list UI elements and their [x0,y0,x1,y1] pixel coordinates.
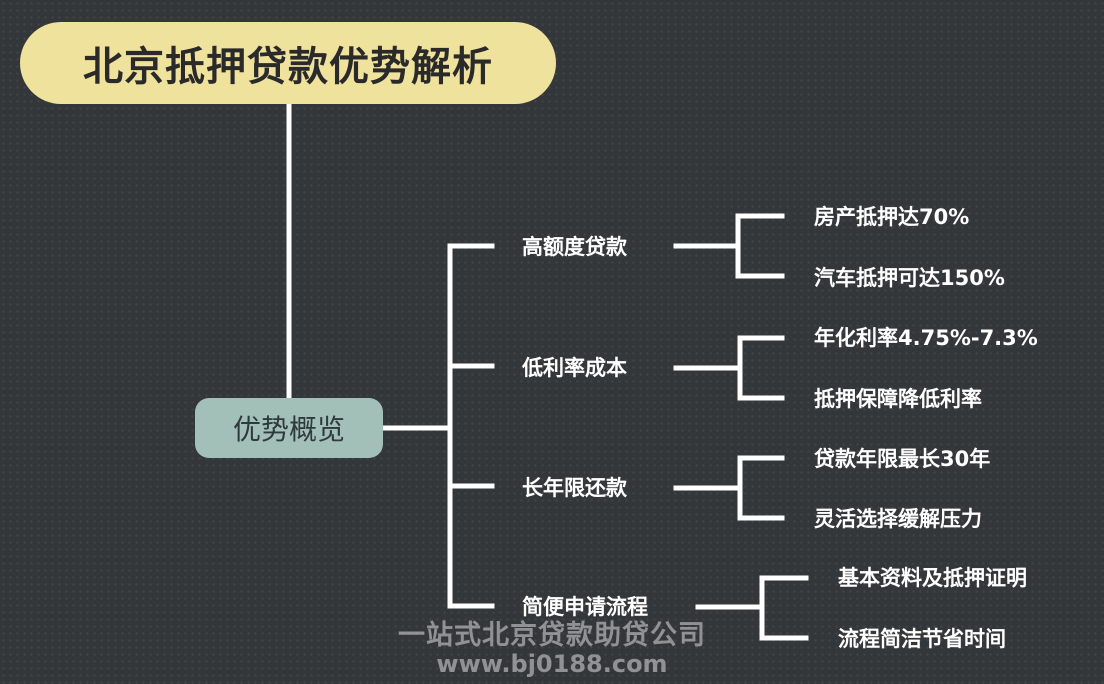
leaf-node-1-2: 汽车抵押可达150% [814,266,1005,290]
branch-node-1: 高额度贷款 [522,235,627,259]
leaf-node-3-1: 贷款年限最长30年 [814,447,991,471]
leaf-node-4-1: 基本资料及抵押证明 [838,566,1027,590]
diagram-title: 北京抵押贷款优势解析 [20,22,556,104]
leaf-node-3-2: 灵活选择缓解压力 [814,507,982,531]
watermark-url: www.bj0188.com [436,650,668,678]
watermark-company: 一站式北京贷款助贷公司 [398,620,706,651]
leaf-node-4-2: 流程简洁节省时间 [838,627,1006,651]
branch-node-4: 简便申请流程 [522,595,648,619]
leaf-node-2-1: 年化利率4.75%-7.3% [814,326,1038,350]
branch-node-2: 低利率成本 [522,356,627,380]
overview-node: 优势概览 [195,398,383,458]
branch-node-3: 长年限还款 [522,476,627,500]
leaf-node-1-1: 房产抵押达70% [814,205,970,229]
leaf-node-2-2: 抵押保障降低利率 [814,387,982,411]
